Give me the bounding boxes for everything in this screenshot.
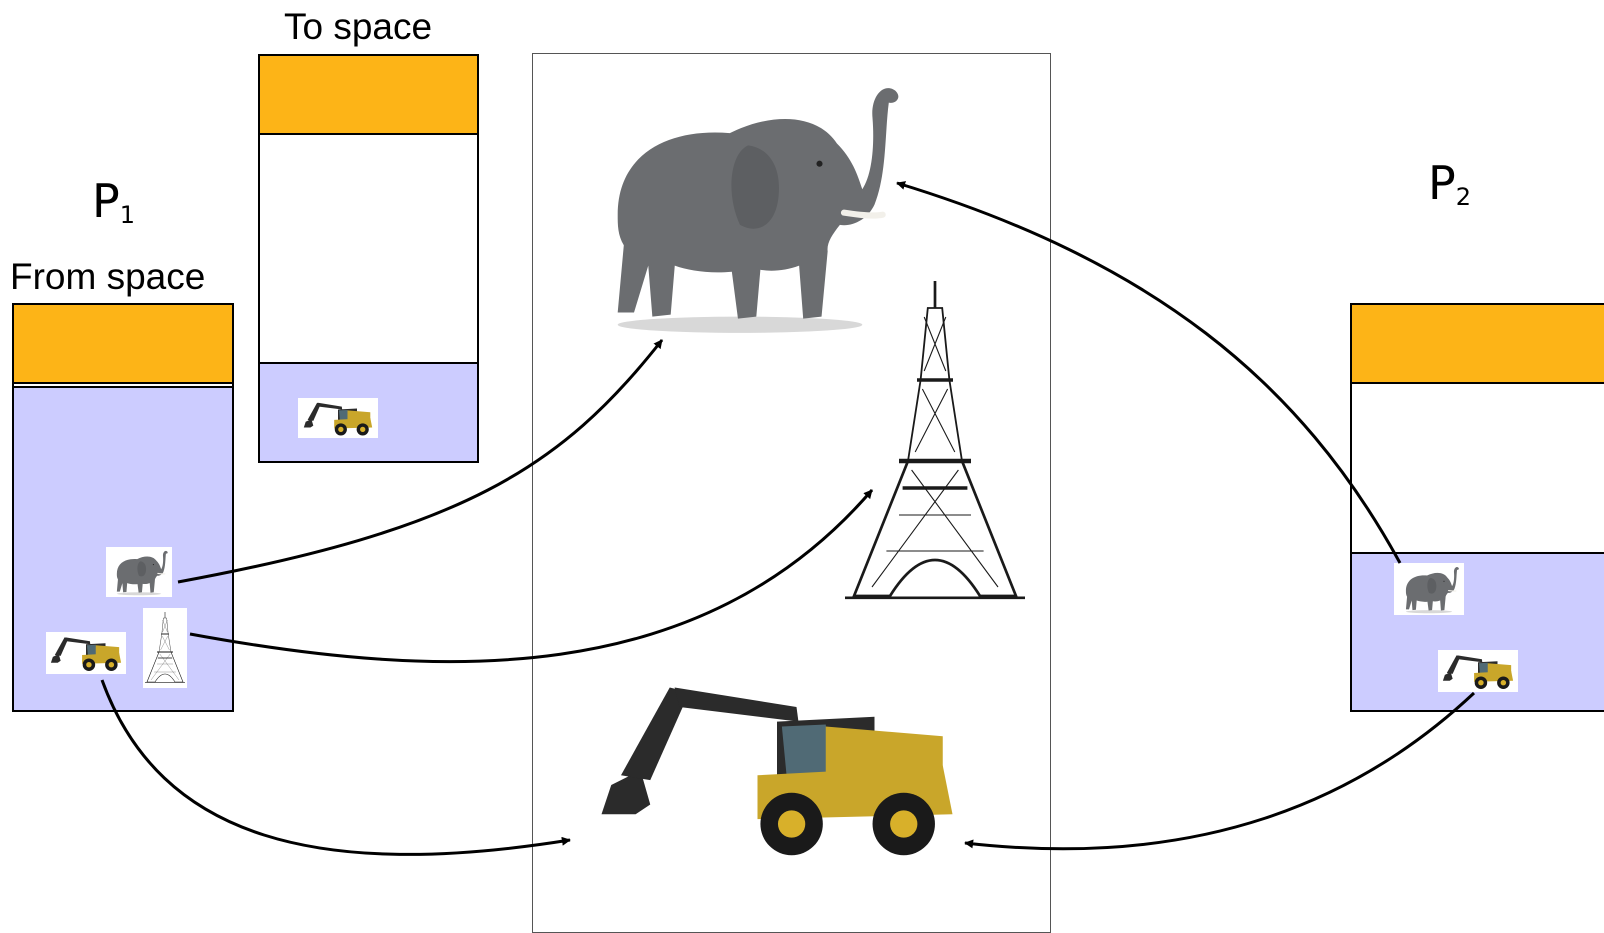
from-space-elephant-ref xyxy=(106,547,172,597)
from-space-excavator-ref xyxy=(46,632,126,674)
p1-label: P1 xyxy=(92,174,136,229)
elephant-object xyxy=(570,70,910,340)
excavator-icon xyxy=(601,687,953,856)
from-space-header xyxy=(14,305,232,384)
p2-heap-box xyxy=(1350,303,1604,712)
p2-excavator-ref xyxy=(1438,650,1518,692)
to-space-free-area xyxy=(260,135,477,362)
arrow-p2-elephant xyxy=(896,181,1402,564)
to-space-label: To space xyxy=(284,6,433,47)
arrow-p1-excavator xyxy=(100,679,571,856)
to-space-header xyxy=(260,56,477,135)
from-space-label: From space xyxy=(10,256,206,297)
to-space-excavator-ref xyxy=(298,398,378,438)
p2-header xyxy=(1352,305,1604,384)
from-space-tower-ref xyxy=(143,608,187,688)
p2-free-area xyxy=(1352,384,1604,552)
arrow-p1-elephant xyxy=(177,339,664,584)
excavator-object xyxy=(601,687,953,856)
arrow-p1-tower xyxy=(189,489,874,664)
arrow-p2-excavator xyxy=(964,691,1476,851)
p2-label: P2 xyxy=(1428,156,1472,211)
p2-elephant-ref xyxy=(1394,563,1464,615)
